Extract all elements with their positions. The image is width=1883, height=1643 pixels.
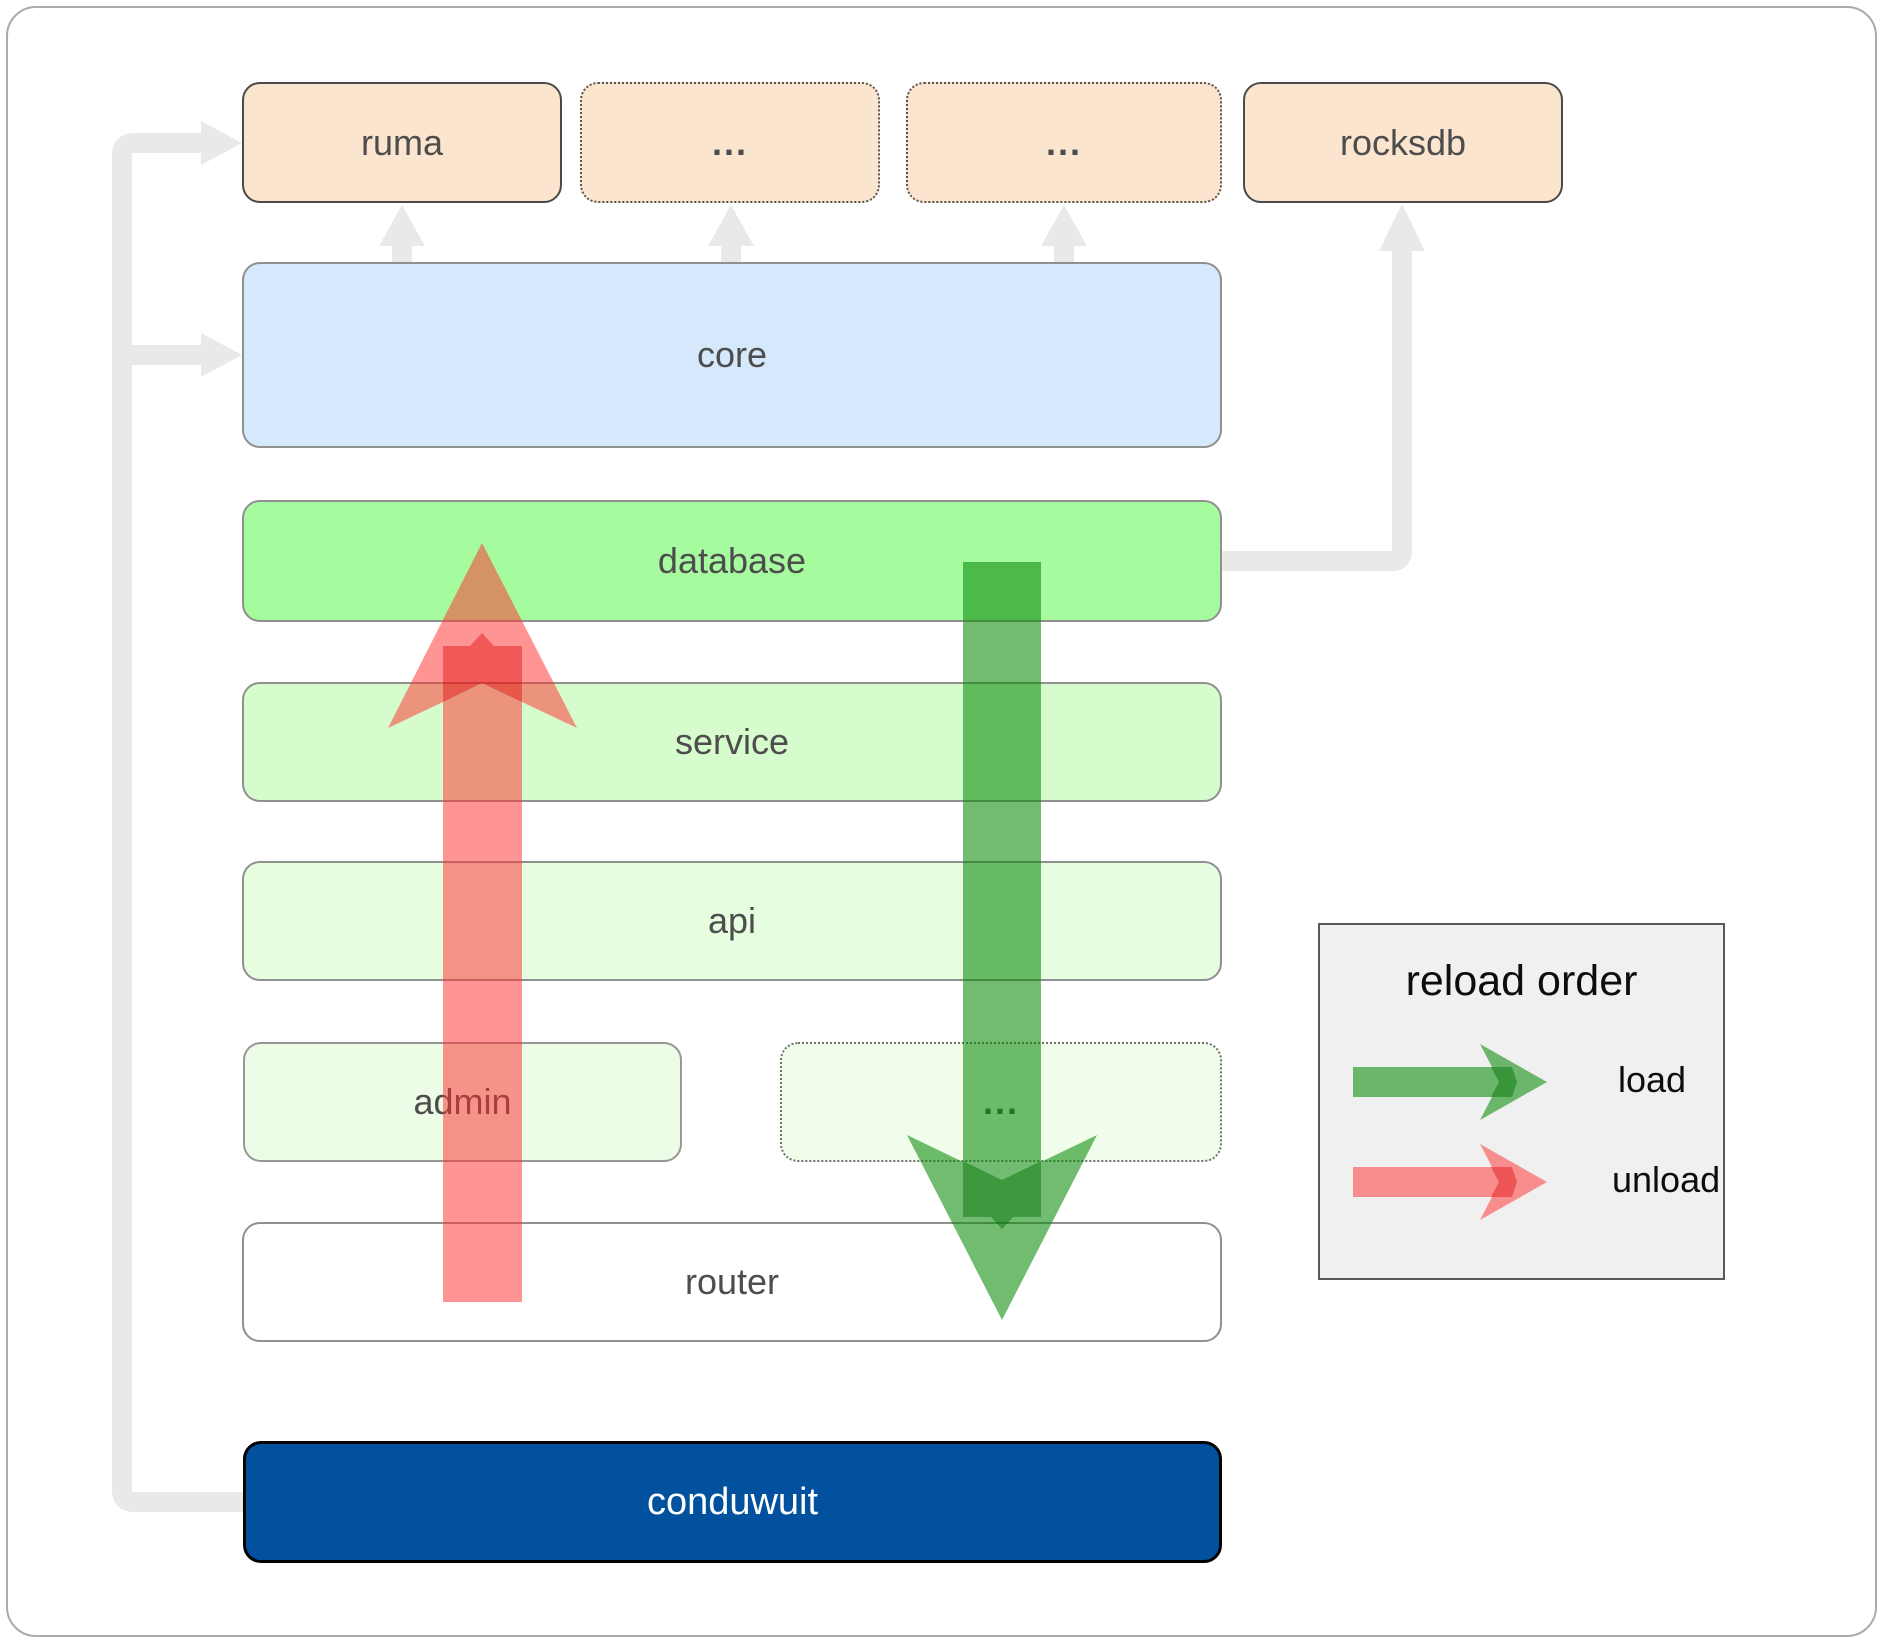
- layer-router: router: [242, 1222, 1222, 1342]
- layer-service: service: [242, 682, 1222, 802]
- box-module-1-label: ...: [711, 121, 748, 163]
- layer-service-label: service: [674, 721, 790, 762]
- legend-item-load: load: [1618, 1059, 1687, 1100]
- box-rocksdb: rocksdb: [1243, 82, 1563, 203]
- layer-api: api: [242, 861, 1222, 981]
- legend: reload order: [1318, 923, 1725, 1280]
- box-admin-more: ...: [780, 1042, 1222, 1162]
- arrow-core-to-module2: [1041, 205, 1087, 263]
- arrow-core-to-ruma: [379, 205, 425, 263]
- box-conduwuit: conduwuit: [243, 1441, 1222, 1563]
- box-admin-more-label: ...: [982, 1081, 1019, 1122]
- legend-title: reload order: [1405, 957, 1638, 1005]
- connector-conduwuit-to-core: [132, 333, 242, 377]
- layer-database: database: [242, 500, 1222, 622]
- layer-core: core: [242, 262, 1222, 448]
- box-module-2: ...: [906, 82, 1222, 203]
- layer-database-label: database: [657, 540, 807, 581]
- box-admin: admin: [243, 1042, 682, 1162]
- connector-conduwuit-to-ruma: [112, 121, 243, 1512]
- connector-database-to-rocksdb: [1222, 204, 1425, 571]
- box-ruma-label: ruma: [360, 121, 444, 163]
- arrowhead-into-core-icon: [201, 333, 242, 377]
- box-module-1: ...: [580, 82, 880, 203]
- arrowhead-into-rocksdb-icon: [1379, 204, 1425, 251]
- legend-item-unload: unload: [1612, 1159, 1721, 1200]
- layer-api-label: api: [707, 900, 757, 941]
- arrowhead-into-ruma-icon: [201, 121, 242, 165]
- box-conduwuit-label: conduwuit: [646, 1480, 819, 1523]
- box-module-2-label: ...: [1045, 121, 1082, 163]
- box-ruma: ruma: [242, 82, 562, 203]
- diagram-frame: [6, 6, 1877, 1637]
- arrow-core-to-module1: [708, 205, 754, 263]
- box-admin-label: admin: [413, 1081, 512, 1122]
- box-rocksdb-label: rocksdb: [1339, 121, 1467, 163]
- layer-core-label: core: [696, 334, 768, 375]
- layer-router-label: router: [684, 1261, 780, 1302]
